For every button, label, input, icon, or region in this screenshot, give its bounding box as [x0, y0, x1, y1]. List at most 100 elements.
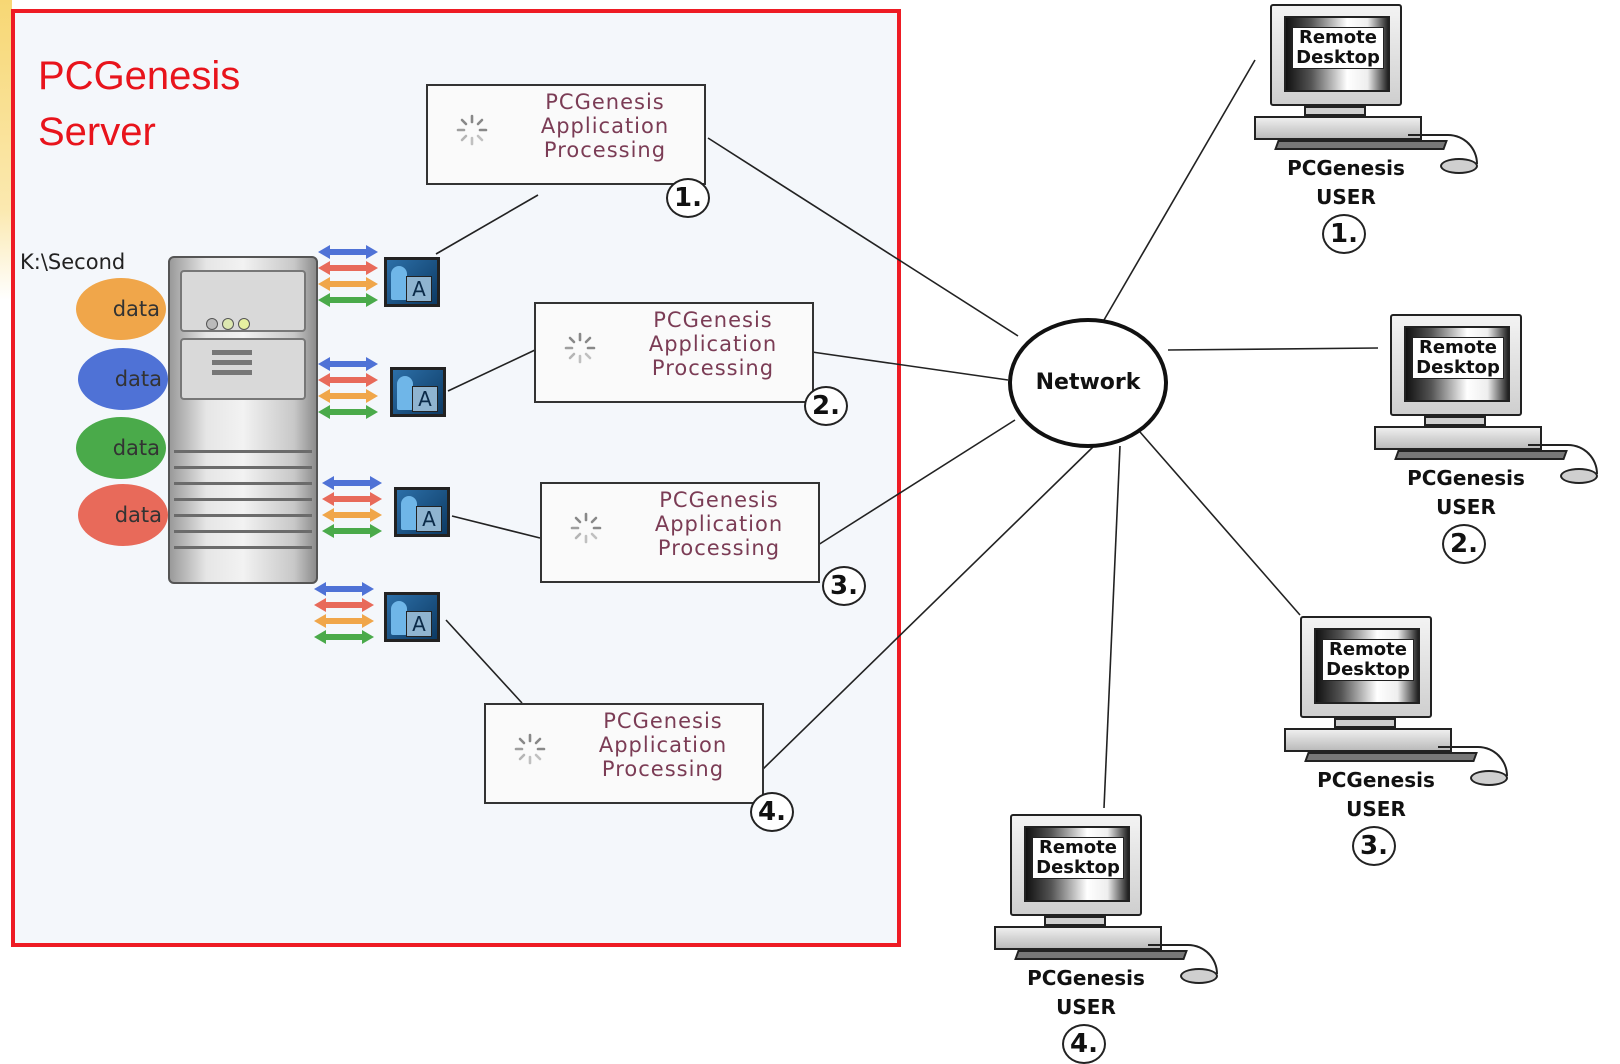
user-number-3: 3. — [1352, 826, 1396, 866]
mouse-icon — [1180, 968, 1218, 984]
loading-spinner-icon — [456, 114, 488, 146]
wire-network-user2 — [1167, 347, 1379, 351]
wire-proc4-network — [761, 444, 1096, 771]
drive-label: K:\Second — [20, 250, 126, 274]
user-number-1: 1. — [1322, 214, 1366, 254]
tower-vent — [174, 498, 312, 501]
tower-bay-top — [180, 270, 306, 332]
user-number-4: 4. — [1062, 1024, 1106, 1064]
data-disk-red: data — [78, 484, 168, 546]
slide-accent-edge — [0, 0, 12, 300]
wire-proc2-app2 — [447, 349, 536, 392]
double-arrow-icon — [318, 261, 378, 275]
wire-proc4-app4 — [445, 619, 523, 704]
data-disk-orange: data — [76, 278, 166, 340]
tower-vent — [174, 546, 312, 549]
tower-drive-slot — [212, 370, 252, 375]
server-tower — [168, 256, 318, 584]
double-arrow-icon — [318, 405, 378, 419]
wire-proc3-app3 — [451, 515, 541, 539]
tower-vent — [174, 530, 312, 533]
wire-proc1-network — [707, 137, 1019, 337]
process-number-4: 4. — [750, 792, 794, 832]
tower-bay-middle — [180, 338, 306, 400]
double-arrow-icon — [318, 245, 378, 259]
transfer-arrows-2 — [318, 357, 380, 423]
loading-spinner-icon — [514, 733, 546, 765]
application-icon: A — [384, 592, 440, 642]
tower-led — [206, 318, 218, 330]
wire-network-user4 — [1103, 445, 1121, 809]
mouse-icon — [1560, 468, 1598, 484]
wire-proc2-network — [811, 351, 1009, 381]
double-arrow-icon — [322, 524, 382, 538]
tower-vent — [174, 466, 312, 469]
double-arrow-icon — [314, 598, 374, 612]
tower-drive-slot — [212, 350, 252, 355]
application-icon: A — [384, 257, 440, 307]
double-arrow-icon — [318, 389, 378, 403]
loading-spinner-icon — [570, 512, 602, 544]
transfer-arrows-4 — [314, 582, 376, 648]
server-title-line2: Server — [38, 110, 156, 154]
wire-network-user1 — [1103, 59, 1256, 321]
double-arrow-icon — [314, 630, 374, 644]
data-disk-green: data — [76, 417, 166, 479]
wire-proc3-network — [817, 419, 1016, 546]
process-number-2: 2. — [804, 386, 848, 426]
transfer-arrows-1 — [318, 245, 380, 311]
wire-proc1-app1 — [435, 194, 539, 255]
data-disk-blue: data — [78, 348, 168, 410]
loading-spinner-icon — [564, 332, 596, 364]
tower-led — [222, 318, 234, 330]
transfer-arrows-3 — [322, 476, 384, 542]
process-number-1: 1. — [666, 178, 710, 218]
double-arrow-icon — [322, 492, 382, 506]
process-number-3: 3. — [822, 566, 866, 606]
double-arrow-icon — [318, 373, 378, 387]
application-icon: A — [390, 367, 446, 417]
tower-vent — [174, 450, 312, 453]
server-title: PCGenesis Server — [38, 48, 298, 160]
double-arrow-icon — [318, 357, 378, 371]
double-arrow-icon — [322, 476, 382, 490]
tower-vent — [174, 482, 312, 485]
tower-vent — [174, 514, 312, 517]
mouse-icon — [1440, 158, 1478, 174]
double-arrow-icon — [318, 277, 378, 291]
mouse-icon — [1470, 770, 1508, 786]
application-icon: A — [394, 487, 450, 537]
double-arrow-icon — [314, 614, 374, 628]
tower-drive-slot — [212, 360, 252, 365]
wire-network-user3 — [1139, 431, 1301, 616]
double-arrow-icon — [314, 582, 374, 596]
network-node: Network — [1008, 318, 1168, 448]
user-number-2: 2. — [1442, 524, 1486, 564]
server-title-line1: PCGenesis — [38, 54, 241, 98]
